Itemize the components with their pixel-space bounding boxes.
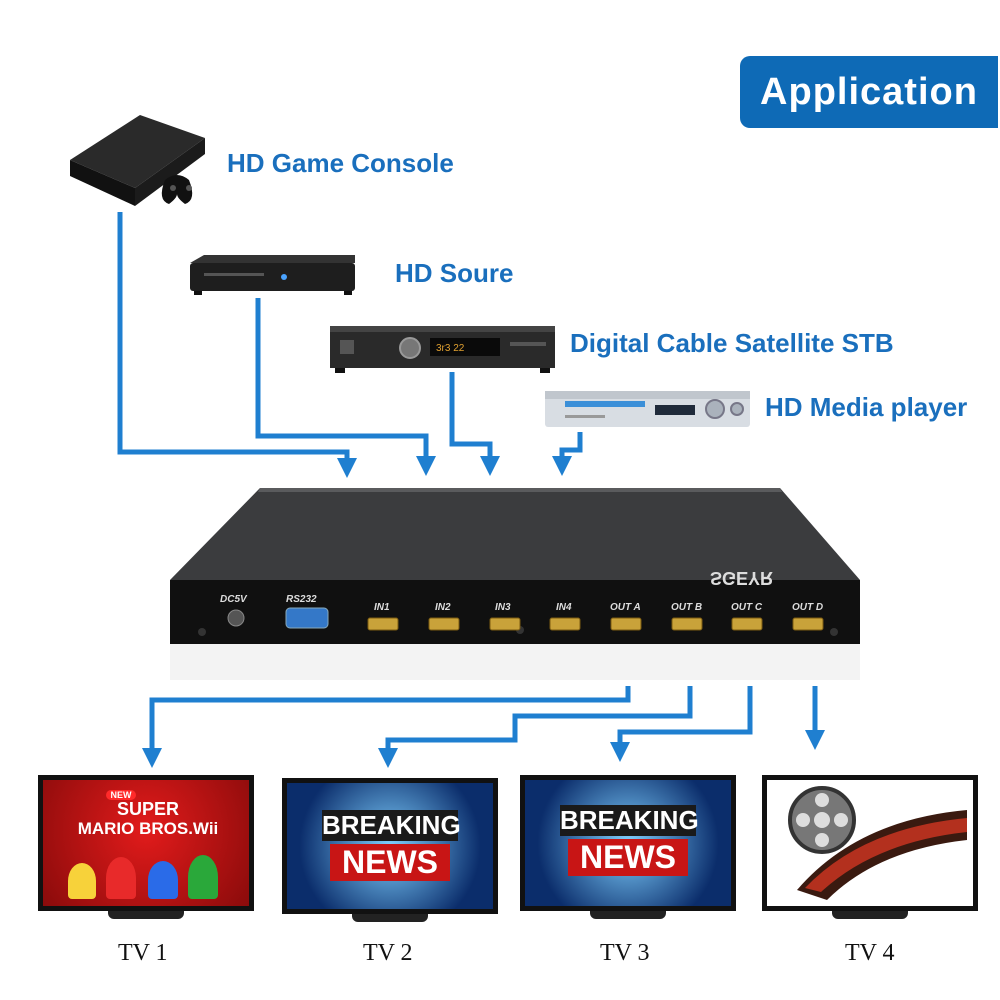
media-player-input-line (552, 432, 583, 476)
hd-source-input-line (255, 298, 436, 476)
tv-1-title-line1: SUPER (116, 799, 179, 819)
port-label-in2: IN2 (435, 602, 451, 613)
game-console-input-line (117, 212, 357, 478)
tv-1-label: TV 1 (118, 940, 168, 966)
port-label-out-b: OUT B (671, 602, 702, 613)
port-label-in4: IN4 (556, 602, 572, 613)
tv-2: BREAKING NEWS (282, 778, 498, 928)
hdmi-port-in3 (489, 617, 521, 631)
tv-3: BREAKING NEWS (520, 775, 736, 925)
source-label-media-player: HD Media player (765, 392, 968, 422)
receiver-display-text: 3r3 22 (436, 343, 465, 354)
rs232-port (285, 607, 329, 629)
out-a-tv1-line (142, 686, 631, 768)
hdmi-port-out-c (731, 617, 763, 631)
source-label-game-console: HD Game Console (227, 148, 454, 178)
dc5v-port (227, 609, 245, 627)
hdmi-matrix-device: SGEYR DC5V RS232 IN1 IN2 IN3 IN4 OUT A O… (170, 488, 860, 680)
stb-receiver-icon: 3r3 22 (330, 326, 555, 373)
tv-4 (762, 775, 978, 925)
tv-3-label: TV 3 (600, 940, 650, 966)
film-reel-icon (788, 786, 967, 900)
tv-1: NEW SUPER MARIO BROS.Wii (38, 775, 254, 925)
tv-2-news-line1: BREAKING (322, 810, 461, 841)
port-label-rs232: RS232 (286, 594, 317, 605)
hdmi-port-in4 (549, 617, 581, 631)
hd-source-player-icon (190, 255, 355, 295)
application-badge: Application (740, 56, 998, 128)
media-player-icon (545, 391, 750, 427)
port-label-in3: IN3 (495, 602, 511, 613)
port-label-out-c: OUT C (731, 602, 763, 613)
out-b-tv2-line (378, 686, 693, 768)
hdmi-port-in2 (428, 617, 460, 631)
hdmi-port-out-d (792, 617, 824, 631)
source-label-stb: Digital Cable Satellite STB (570, 328, 894, 358)
tv-3-news-line1: BREAKING (560, 805, 699, 836)
hdmi-port-in1 (367, 617, 399, 631)
game-console-icon (70, 115, 205, 206)
port-label-out-d: OUT D (792, 602, 823, 613)
port-label-in1: IN1 (374, 602, 390, 613)
source-label-hd-source: HD Soure (395, 258, 514, 288)
hdmi-port-out-a (610, 617, 642, 631)
tv-1-new-tag: NEW (106, 790, 136, 800)
tv-1-title-line2: MARIO BROS.Wii (77, 819, 219, 838)
port-label-dc5v: DC5V (220, 594, 248, 605)
tv-2-news-line2: NEWS (330, 844, 450, 881)
hdmi-port-out-b (671, 617, 703, 631)
out-c-tv3-line (610, 686, 753, 762)
tv-3-news-line2: NEWS (568, 839, 688, 876)
stb-input-line (449, 372, 500, 476)
device-brand-text: SGEYR (710, 568, 773, 588)
tv-2-label: TV 2 (363, 940, 413, 966)
tv-4-label: TV 4 (845, 940, 895, 966)
port-label-out-a: OUT A (610, 602, 641, 613)
tv-1-characters (68, 853, 228, 903)
gamepad-icon (161, 175, 193, 204)
